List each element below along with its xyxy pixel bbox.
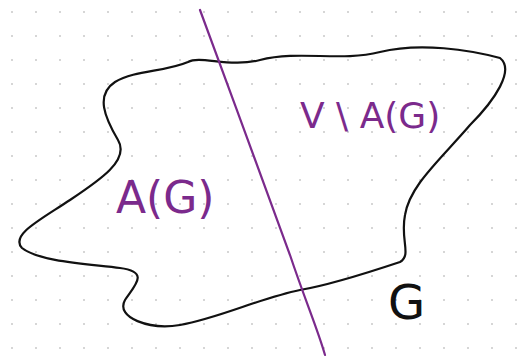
region-label: V \ A(G)	[300, 98, 440, 134]
graph-label: G	[388, 278, 425, 326]
region-label: A(G)	[116, 176, 215, 220]
cut-line	[200, 10, 325, 355]
graph-outline	[19, 47, 505, 326]
